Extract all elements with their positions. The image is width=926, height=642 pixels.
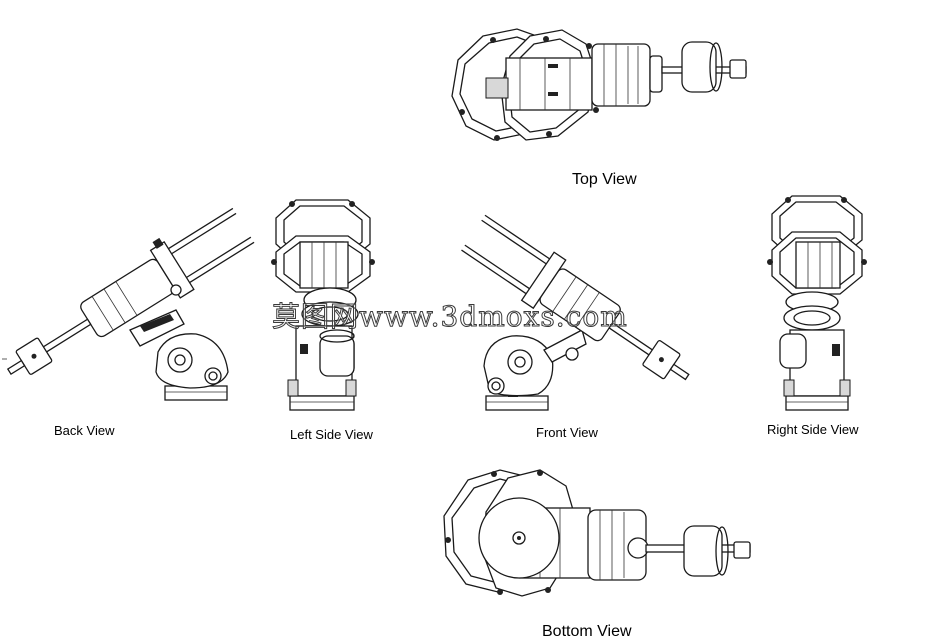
- bottom-view-label: Bottom View: [542, 623, 632, 640]
- top-view-drawing: [451, 28, 747, 141]
- back-view-label: Back View: [54, 423, 115, 438]
- watermark: 莫图网www.3dmoxs.com: [272, 300, 628, 333]
- right-side-view-label: Right Side View: [767, 422, 859, 437]
- back-view-drawing: [6, 207, 255, 401]
- right-side-view-drawing: [767, 195, 867, 411]
- front-view-drawing: [461, 214, 690, 411]
- top-view-label: Top View: [572, 171, 637, 188]
- left-side-view-label: Left Side View: [290, 427, 373, 442]
- front-view-label: Front View: [536, 425, 598, 440]
- left-side-view-drawing: [271, 199, 375, 411]
- bottom-view-drawing: [443, 469, 751, 597]
